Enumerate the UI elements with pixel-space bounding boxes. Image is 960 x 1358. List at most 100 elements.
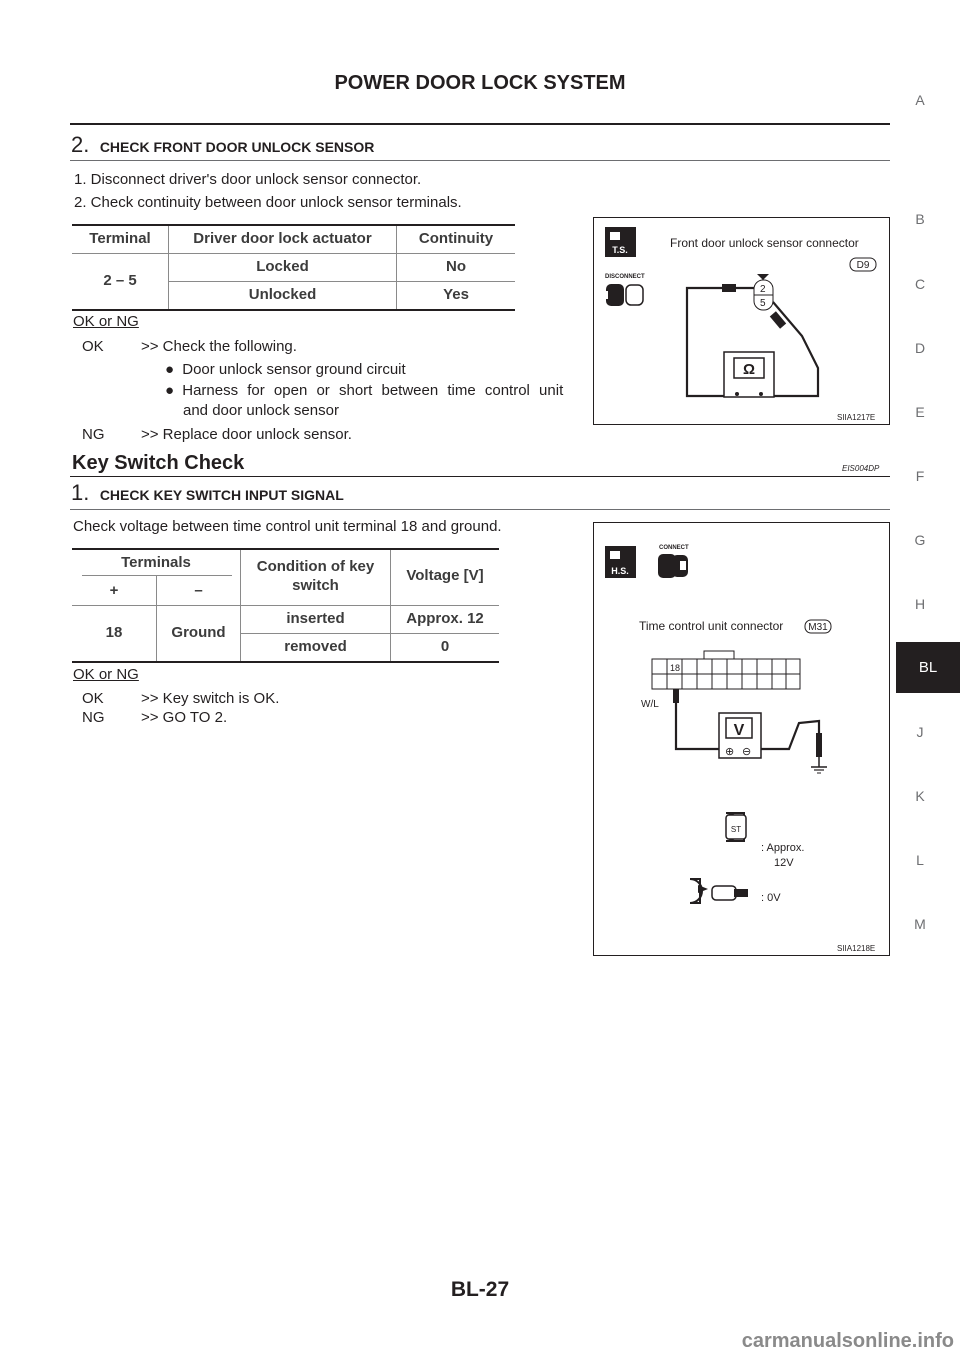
- step1-number: 1.: [71, 480, 90, 505]
- side-tab-j[interactable]: J: [916, 724, 924, 740]
- cell-plus-18: 18: [105, 624, 123, 641]
- table-bottom-rule: [72, 661, 499, 663]
- table-mid-rule: [240, 633, 499, 634]
- step2-instruction-2: 2. Check continuity between door unlock …: [74, 194, 462, 211]
- continuity-table: Terminal Driver door lock actuator Conti…: [72, 224, 515, 312]
- col-terminal: Terminal: [89, 230, 151, 247]
- table-top-rule: [72, 224, 515, 226]
- pin-5: 5: [760, 298, 766, 309]
- section-code: EIS004DP: [842, 464, 880, 473]
- step2-number: 2.: [71, 132, 90, 157]
- ohmmeter-icon: Ω: [723, 351, 775, 398]
- pin-18: 18: [670, 663, 680, 673]
- table-bottom-rule: [72, 309, 515, 311]
- col-terminals: Terminals: [121, 554, 191, 571]
- fig1-connector-title: Front door unlock sensor connector: [670, 236, 859, 250]
- key-removed-icon: [689, 878, 748, 904]
- svg-text:⊕: ⊕: [725, 746, 734, 758]
- key-inserted-icon: ST: [725, 812, 747, 842]
- step1-instruction: Check voltage between time control unit …: [73, 518, 502, 535]
- fig2-code: SIIA1218E: [837, 944, 876, 953]
- terminals-sub-rule: [82, 575, 232, 576]
- section-title: Key Switch Check: [72, 452, 245, 474]
- header-rule: [70, 123, 890, 125]
- cell-terminal: 2 – 5: [103, 272, 137, 289]
- side-tab-a[interactable]: A: [915, 92, 925, 108]
- step2-ng-label: NG: [82, 426, 105, 443]
- col-divider-2: [240, 550, 241, 661]
- wire-wl: W/L: [641, 699, 659, 710]
- time-control-unit-diagram: H.S. CONNECT Time control unit connector…: [605, 545, 832, 904]
- col-condition: Condition of key switch: [256, 558, 375, 594]
- side-tab-f[interactable]: F: [915, 468, 925, 484]
- step2-ok-label: OK: [82, 338, 104, 355]
- cell-ground: Ground: [171, 624, 226, 641]
- key-st-label: ST: [731, 825, 741, 834]
- bullet-1-text: Door unlock sensor ground circuit: [182, 361, 406, 378]
- side-tab-g[interactable]: G: [914, 532, 926, 548]
- side-tab-m[interactable]: M: [914, 916, 926, 932]
- side-tab-c[interactable]: C: [914, 276, 926, 292]
- key-inserted-text: : Approx.: [761, 842, 804, 854]
- step2-ng-text: >> Replace door unlock sensor.: [141, 426, 352, 443]
- pin-2: 2: [760, 284, 766, 295]
- bullet-2-cont: and door unlock sensor: [183, 402, 339, 419]
- side-tab-bl-active[interactable]: BL: [896, 642, 960, 693]
- page-title: POWER DOOR LOCK SYSTEM: [334, 72, 626, 94]
- door-sensor-diagram: T.S. DISCONNECT Front door unlock sensor…: [602, 227, 877, 398]
- side-tab-e[interactable]: E: [915, 404, 925, 420]
- step1-rule: [70, 509, 890, 510]
- side-tab-d[interactable]: D: [914, 340, 926, 356]
- connector-id-badge: D9: [849, 257, 877, 272]
- step1-title: CHECK KEY SWITCH INPUT SIGNAL: [99, 487, 344, 503]
- bullet-2-text: Harness for open or short between time c…: [182, 382, 564, 399]
- cell-locked: Locked: [256, 258, 309, 275]
- section-rule: [70, 476, 890, 477]
- connect-connector-icon: [658, 554, 688, 578]
- ts-label: T.S.: [612, 245, 628, 255]
- hs-icon: H.S.: [605, 546, 636, 578]
- cell-unlocked-continuity: Yes: [443, 286, 469, 303]
- table-header-rule: [72, 605, 499, 606]
- step2-heading: 2. CHECK FRONT DOOR UNLOCK SENSOR: [71, 132, 374, 158]
- cell-inserted-voltage: Approx. 12: [406, 610, 484, 627]
- side-tab-l[interactable]: L: [916, 852, 924, 868]
- page-number: BL-27: [450, 1278, 510, 1301]
- col-continuity: Continuity: [418, 230, 494, 247]
- col-plus: +: [109, 582, 119, 599]
- sensor-connector: 2 5: [753, 274, 774, 311]
- step1-ok-text: >> Key switch is OK.: [141, 690, 280, 707]
- table-header-rule: [72, 253, 515, 254]
- table-col-divider-1: [168, 226, 169, 309]
- col-minus: –: [194, 582, 203, 599]
- step1-ng-text: >> GO TO 2.: [141, 709, 228, 726]
- bullet-2: ● Harness for open or short between time…: [165, 382, 563, 399]
- bullet-dot: ●: [165, 361, 175, 378]
- connect-label: CONNECT: [659, 545, 689, 551]
- step2-instruction-1: 1. Disconnect driver's door unlock senso…: [74, 171, 422, 188]
- cell-removed: removed: [284, 638, 347, 655]
- side-tab-b[interactable]: B: [915, 211, 925, 227]
- watermark: carmanualsonline.info: [741, 1330, 954, 1352]
- voltage-table: Terminals + – Condition of key switch Vo…: [72, 548, 499, 664]
- side-tab-h[interactable]: H: [914, 596, 926, 612]
- svg-text:⊖: ⊖: [742, 746, 751, 758]
- step1-heading: 1. CHECK KEY SWITCH INPUT SIGNAL: [71, 480, 344, 506]
- table-mid-rule: [168, 281, 515, 282]
- bullet-1: ● Door unlock sensor ground circuit: [165, 361, 406, 378]
- cell-inserted: inserted: [286, 610, 345, 627]
- fig2-connector-title: Time control unit connector: [639, 619, 783, 633]
- step2-title: CHECK FRONT DOOR UNLOCK SENSOR: [99, 139, 375, 155]
- disconnect-label: DISCONNECT: [605, 274, 645, 280]
- side-tab-k[interactable]: K: [915, 788, 925, 804]
- cell-unlocked: Unlocked: [248, 286, 317, 303]
- key-removed-text: : 0V: [761, 892, 781, 904]
- key-inserted-voltage: 12V: [774, 857, 794, 869]
- fig2-connector-id: M31: [808, 622, 828, 633]
- table-col-divider-2: [396, 226, 397, 309]
- disconnect-connector-icon: [602, 284, 644, 306]
- tcu-connector: [651, 650, 801, 690]
- step2-rule: [70, 160, 890, 161]
- ohm-symbol: Ω: [743, 361, 755, 378]
- col-divider-3: [390, 550, 391, 661]
